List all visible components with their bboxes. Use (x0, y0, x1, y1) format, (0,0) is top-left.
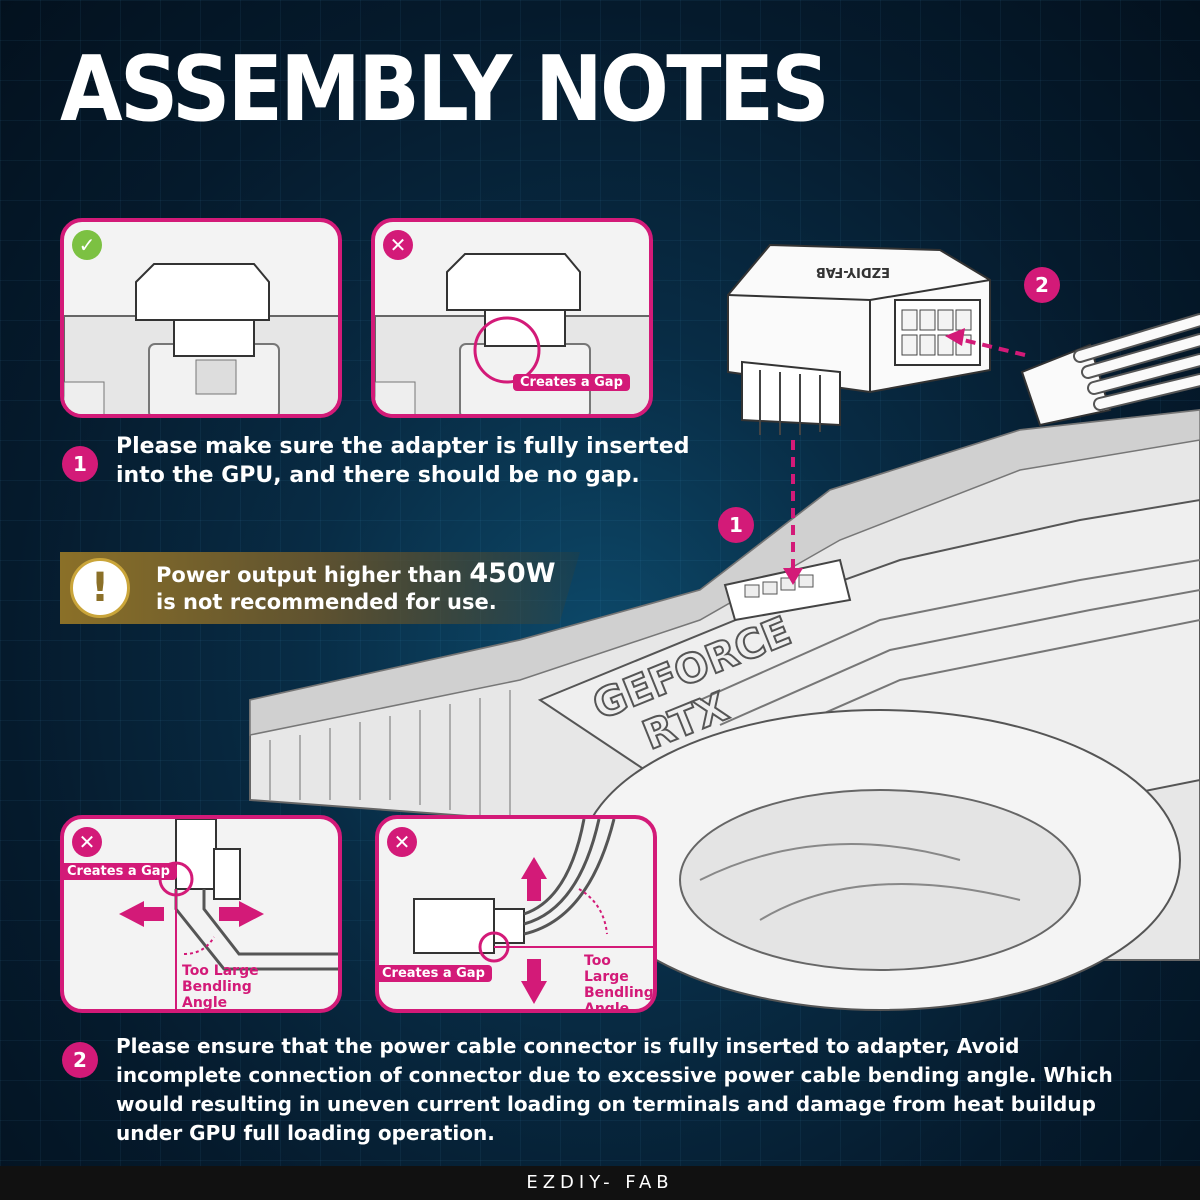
exclamation-icon: ! (70, 558, 130, 618)
bend-angle-top-panel: ✕ Creates a Gap Too Large Bendling Angle (375, 815, 657, 1013)
warning-text-after: is not recommended for use. (156, 590, 497, 614)
gap-tag: Creates a Gap (379, 965, 492, 982)
warning-text-before: Power output higher than (156, 563, 470, 587)
step-2-badge: 2 (1024, 267, 1060, 303)
close-icon: ✕ (383, 230, 413, 260)
note-2-badge: 2 (62, 1042, 98, 1078)
gap-tag: Creates a Gap (513, 374, 630, 391)
adapter-brand-text: EZDIY-FAB (816, 264, 890, 279)
step-1-badge: 1 (718, 507, 754, 543)
correct-insertion-panel: ✓ (60, 218, 342, 418)
footer-brand: EZDIY- FAB (0, 1166, 1200, 1200)
angle-label: Too Large Bendling Angle (182, 963, 259, 1011)
check-icon: ✓ (72, 230, 102, 260)
note-1-badge: 1 (62, 446, 98, 482)
gap-tag: Creates a Gap (64, 863, 177, 880)
insert-guide-lines (791, 336, 1026, 572)
note-1-text: Please make sure the adapter is fully in… (116, 434, 690, 488)
close-icon: ✕ (387, 827, 417, 857)
page-title: ASSEMBLY NOTES (60, 37, 830, 142)
note-2-text: Please ensure that the power cable conne… (116, 1034, 1113, 1145)
warning-text: Power output higher than 450W is not rec… (156, 560, 556, 616)
bend-angle-side-panel: ✕ Creates a Gap Too Large Bendling Angle (60, 815, 342, 1013)
adapter-illustration: EZDIY-FAB (727, 243, 991, 435)
close-icon: ✕ (72, 827, 102, 857)
warning-banner: ! Power output higher than 450W is not r… (60, 552, 580, 624)
warning-highlight: 450W (469, 558, 556, 589)
angle-label: Too Large Bendling Angle (584, 953, 654, 1013)
power-cable (1020, 313, 1200, 427)
wrong-insertion-panel: ✕ Creates a Gap (371, 218, 653, 418)
